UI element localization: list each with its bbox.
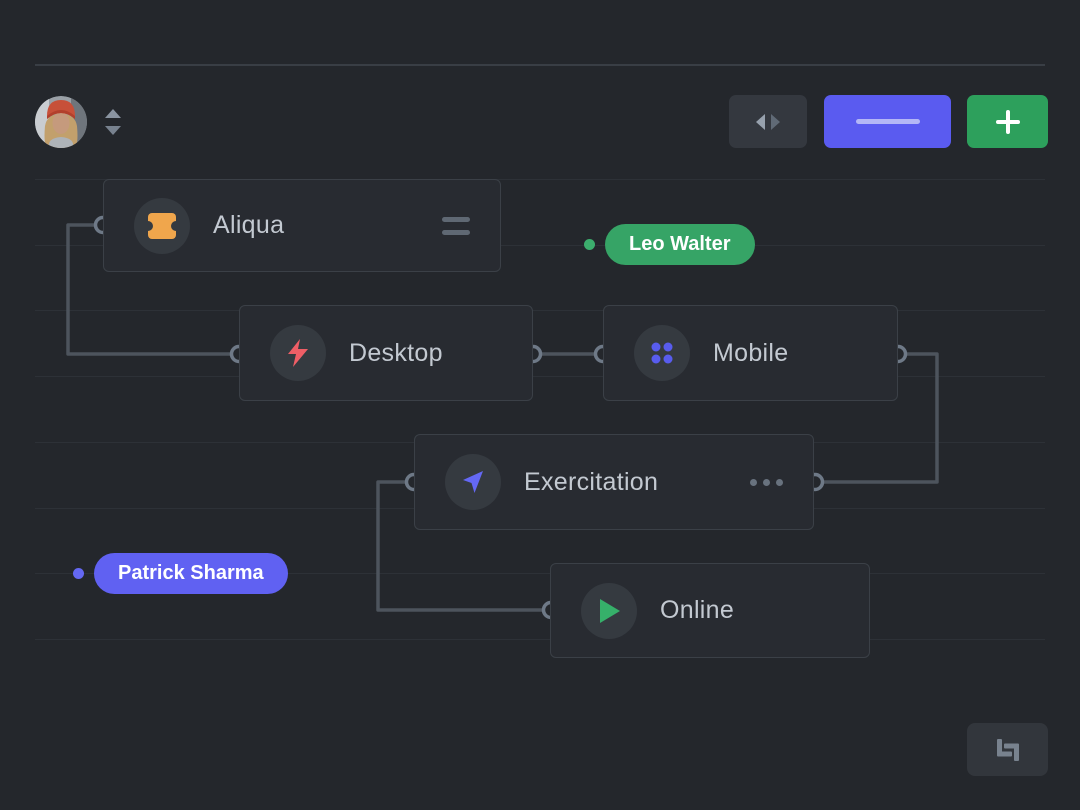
plus-icon: [995, 109, 1020, 134]
swap-horizontal-button[interactable]: [729, 95, 807, 148]
node-mobile[interactable]: Mobile: [603, 305, 898, 401]
connector-mobile-exercitation: [815, 352, 939, 484]
sort-down-arrow-icon: [105, 126, 121, 135]
badge-leo-walter[interactable]: Leo Walter: [605, 224, 755, 265]
badge-label: Leo Walter: [629, 233, 731, 255]
equals-icon[interactable]: [442, 216, 470, 235]
badge-dot: [73, 568, 84, 579]
play-icon: [600, 598, 620, 623]
node-aliqua[interactable]: Aliqua: [103, 179, 501, 272]
user-avatar[interactable]: [35, 96, 87, 148]
grid-line: [35, 573, 1045, 574]
dots-grid-icon: [651, 342, 673, 364]
grid-line: [35, 376, 1045, 377]
node-label: Exercitation: [524, 467, 659, 496]
lightning-icon: [288, 339, 308, 367]
header-divider: [35, 64, 1045, 66]
right-arrow-icon: [771, 113, 780, 130]
grid-line: [35, 179, 1045, 180]
add-button[interactable]: [967, 95, 1048, 148]
node-label: Online: [660, 596, 735, 624]
paper-plane-icon: [463, 471, 483, 493]
node-label: Mobile: [713, 338, 789, 367]
badge-dot: [584, 239, 595, 250]
badge-patrick-sharma[interactable]: Patrick Sharma: [94, 553, 288, 594]
grid-line: [35, 639, 1045, 640]
grid-line: [35, 245, 1045, 246]
connector-aliqua-desktop: [66, 223, 239, 356]
sort-up-arrow-icon: [105, 109, 121, 118]
grid-line: [35, 310, 1045, 311]
node-desktop[interactable]: Desktop: [239, 305, 533, 401]
node-exercitation[interactable]: Exercitation: [414, 434, 814, 530]
node-label: Desktop: [349, 338, 443, 367]
left-arrow-icon: [756, 113, 765, 130]
minus-line-icon: [855, 119, 920, 124]
sliders-icon: [996, 738, 1019, 761]
settings-button[interactable]: [967, 723, 1048, 776]
connector-exercitation-online: [376, 480, 551, 612]
node-label: Aliqua: [213, 211, 285, 239]
badge-label: Patrick Sharma: [118, 562, 264, 584]
sort-toggle[interactable]: [105, 109, 121, 135]
primary-action-button[interactable]: [824, 95, 951, 148]
user-avatar-photo: [35, 96, 87, 148]
ellipsis-icon[interactable]: [750, 478, 783, 486]
ticket-icon: [146, 212, 178, 239]
node-online[interactable]: Online: [550, 563, 870, 658]
